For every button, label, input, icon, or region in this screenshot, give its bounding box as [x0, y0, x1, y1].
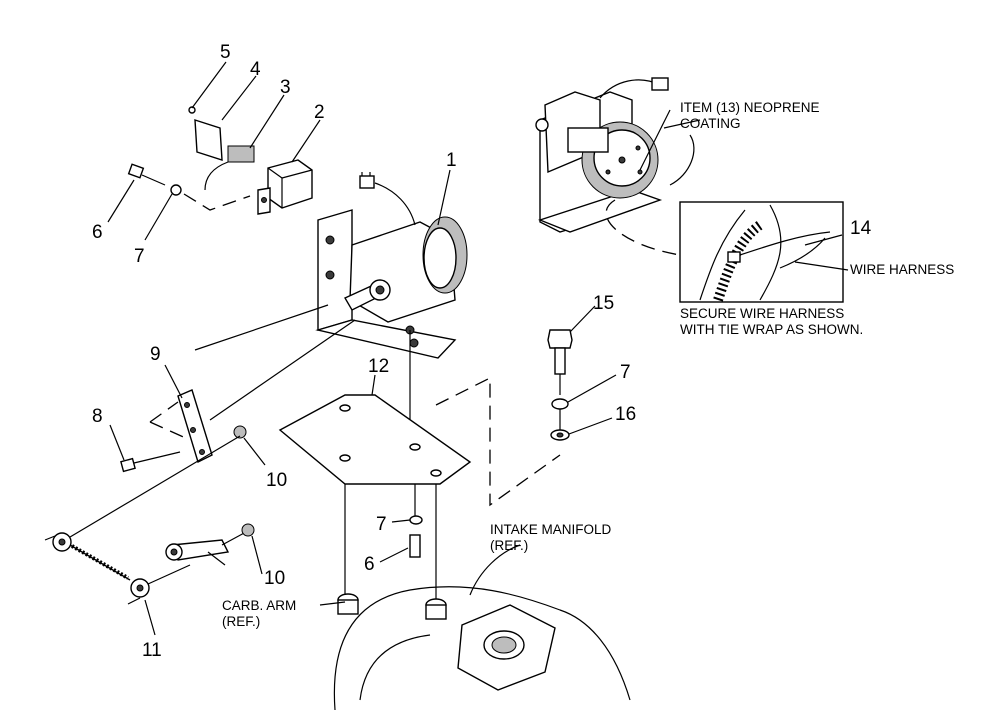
callout-10-lower: 10	[264, 568, 285, 589]
callout-12: 12	[368, 356, 389, 377]
bolt-item-15	[547, 329, 573, 349]
carb-arm-label-line2: (REF.)	[222, 614, 260, 629]
nut-item-10-upper	[233, 425, 247, 439]
wire-harness-label: WIRE HARNESS	[850, 262, 954, 277]
neoprene-label-line2: COATING	[680, 116, 741, 131]
text-labels: ITEM (13) NEOPRENE COATING WIRE HARNESS …	[222, 100, 954, 629]
callout-6-upper: 6	[92, 222, 103, 243]
washer-item-7-upper	[170, 184, 182, 196]
callout-6-lower: 6	[364, 554, 375, 575]
carb-arm-ref	[165, 523, 255, 561]
intake-manifold-label-line2: (REF.)	[490, 538, 528, 553]
callout-11: 11	[142, 640, 162, 661]
carb-arm-label-line1: CARB. ARM	[222, 598, 296, 613]
washer-item-7-lower	[409, 515, 423, 525]
callout-7-lower: 7	[376, 514, 387, 535]
callout-16: 16	[615, 404, 636, 425]
callout-4: 4	[250, 59, 261, 80]
base-plate-item-12	[278, 376, 561, 600]
washer-item-7-right	[551, 398, 569, 410]
callout-8: 8	[92, 406, 103, 427]
actuator-assembly-item-1	[315, 172, 468, 359]
linkage-bracket-group	[120, 389, 247, 473]
mounting-hardware-right	[547, 329, 573, 441]
callout-10-upper: 10	[266, 470, 287, 491]
callout-9: 9	[150, 344, 161, 365]
callout-14: 14	[850, 218, 872, 239]
callout-numbers: 5 4 3 2 1 6 7 9 8 10 12 15 7 16 7 6 10 1…	[92, 42, 872, 661]
nut-item-10-lower	[241, 523, 255, 537]
relay-item-3	[227, 145, 255, 163]
mounting-plate-item-4	[194, 119, 223, 161]
callout-1: 1	[446, 150, 457, 171]
callout-15: 15	[593, 293, 614, 314]
neoprene-label-line1: ITEM (13) NEOPRENE	[680, 100, 820, 115]
control-box-item-2	[267, 159, 313, 209]
detail-inset-tie-wrap	[679, 201, 844, 303]
control-box-assembly	[127, 106, 313, 215]
secure-note-line2: WITH TIE WRAP AS SHOWN.	[680, 322, 863, 337]
bracket-item-9	[177, 389, 213, 463]
callout-7-right: 7	[620, 362, 631, 383]
callout-3: 3	[280, 77, 291, 98]
intake-manifold-label-line1: INTAKE MANIFOLD	[490, 522, 612, 537]
linkage-rod-item-11	[44, 435, 241, 605]
callout-2: 2	[314, 102, 325, 123]
secure-note-line1: SECURE WIRE HARNESS	[680, 306, 844, 321]
detail-view-neoprene	[535, 77, 695, 256]
intake-manifold-ref	[333, 544, 631, 711]
leader-lines	[107, 61, 849, 636]
bolt-item-6-lower	[409, 534, 421, 558]
bolt-item-6-upper	[127, 163, 145, 179]
callout-7-upper: 7	[134, 246, 145, 267]
bolt-item-8	[120, 457, 136, 473]
callout-5: 5	[220, 42, 231, 63]
